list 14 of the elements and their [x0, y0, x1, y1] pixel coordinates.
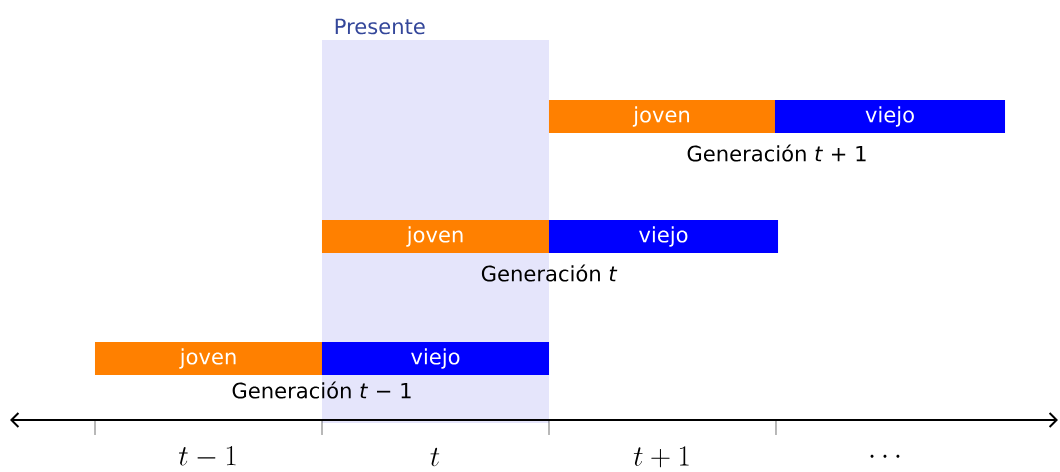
tick-label: $\cdots$ — [870, 454, 900, 458]
old-bar: viejo — [548, 220, 779, 253]
young-bar: joven — [322, 220, 550, 253]
tick-label: $t-1$ — [179, 445, 236, 466]
young-bar: joven — [549, 100, 776, 133]
old-bar: viejo — [322, 342, 550, 375]
tick-label: $t$ — [430, 447, 440, 467]
generation-label: Generación t + 1 — [687, 144, 866, 162]
generation-label: Generación t − 1 — [232, 381, 411, 399]
tick-label: $t+1$ — [633, 446, 689, 468]
node-label: Presente — [335, 18, 425, 35]
old-bar: viejo — [774, 100, 1006, 133]
generation-label: Generación t — [481, 264, 618, 282]
young-bar: joven — [95, 342, 323, 375]
